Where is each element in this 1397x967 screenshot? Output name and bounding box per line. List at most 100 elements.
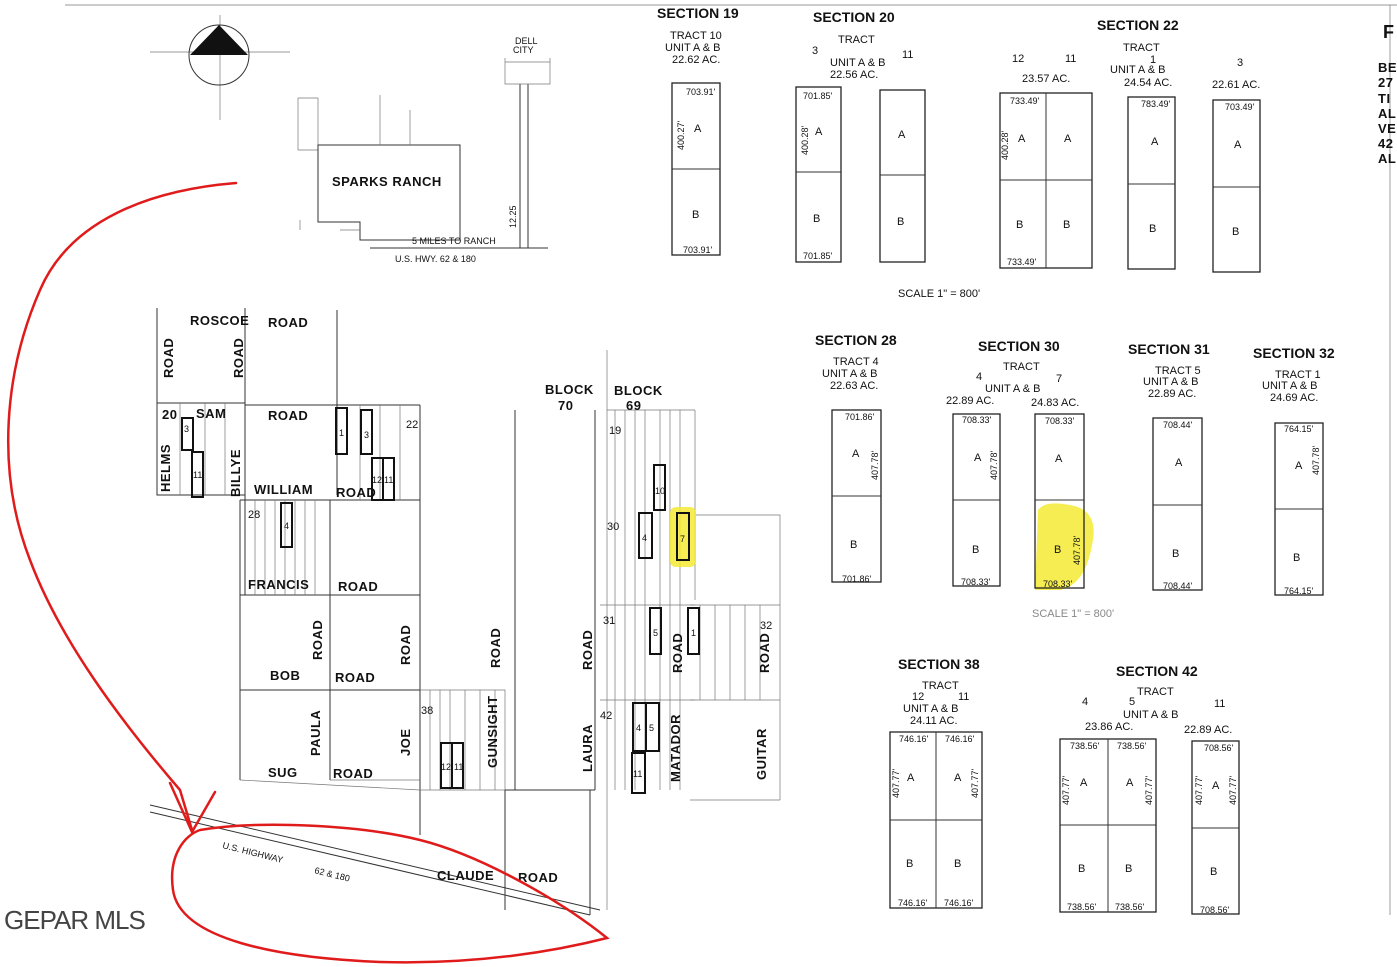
dim: 407.78': [870, 450, 880, 480]
dim: 708.33': [961, 577, 991, 587]
section-tract: TRACT: [1137, 686, 1174, 698]
unit-a: A: [1018, 133, 1026, 145]
section-31: SECTION 31 TRACT 5 UNIT A & B 22.89 AC. …: [1128, 341, 1210, 591]
unit-a: A: [1212, 780, 1220, 792]
matador-label: MATADOR: [668, 714, 683, 782]
section-right: 11: [958, 691, 969, 703]
unit-b: B: [954, 858, 961, 870]
dim: 738.56': [1115, 902, 1145, 912]
parcel-30: 30: [607, 521, 619, 533]
lot-num: 11: [633, 769, 642, 779]
lot-num: 10: [655, 486, 665, 496]
block-69-num: 69: [626, 398, 641, 413]
scale-label-2: SCALE 1" = 800': [1032, 608, 1114, 620]
unit-a: A: [1080, 777, 1088, 789]
ranch-name: SPARKS RANCH: [332, 174, 442, 189]
unit-b: B: [1210, 866, 1217, 878]
dim: 733.49': [1007, 257, 1037, 267]
dim: 708.33': [962, 415, 992, 425]
section-acres: 22.63 AC.: [830, 380, 878, 392]
section-right: 7: [1056, 373, 1062, 385]
dim: 407.77': [1061, 775, 1071, 805]
unit-a: A: [1234, 139, 1242, 151]
unit-b: B: [906, 858, 913, 870]
section-30: SECTION 30 TRACT 4 7 UNIT A & B 22.89 AC…: [946, 338, 1094, 590]
edge-text: BE: [1378, 60, 1397, 75]
unit-a: A: [1064, 133, 1072, 145]
unit-b: B: [1293, 552, 1300, 564]
dim: 407.77': [1194, 775, 1204, 805]
dim: 701.86': [842, 574, 872, 584]
parcel-28: 28: [248, 509, 260, 521]
road-label-4: ROAD: [338, 579, 378, 594]
lot-num: 3: [184, 424, 189, 434]
section-28: SECTION 28 TRACT 4 UNIT A & B 22.63 AC. …: [815, 332, 897, 584]
section-tract: TRACT 10: [670, 30, 722, 42]
unit-b: B: [1078, 863, 1085, 875]
dim: 407.77': [1228, 775, 1238, 805]
section-22: SECTION 22 TRACT 12 11 1 3 23.57 AC. UNI…: [999, 17, 1261, 273]
section-unit: UNIT A & B: [665, 42, 720, 54]
parcel-42: 42: [600, 710, 612, 722]
unit-a: A: [907, 772, 915, 784]
dim: 746.16': [945, 734, 975, 744]
section-left: 12: [1012, 53, 1024, 65]
francis-label: FRANCIS: [248, 577, 309, 592]
block-69-label: BLOCK: [614, 383, 663, 398]
dim: 764.15': [1284, 586, 1314, 596]
section-42: SECTION 42 TRACT 4 5 11 UNIT A & B 23.86…: [1059, 663, 1240, 915]
gunsight-label: GUNSIGHT: [485, 695, 500, 768]
lot-num: 4: [284, 521, 289, 531]
section-left: 4: [1082, 696, 1088, 708]
road-label-v6: ROAD: [580, 630, 595, 670]
unit-a: A: [1295, 460, 1303, 472]
section-acres: 24.11 AC.: [910, 715, 958, 727]
subdivision-grid: [149, 308, 781, 916]
lot-num: 12: [441, 762, 451, 772]
section-tract: TRACT 4: [833, 356, 879, 368]
dim: 701.86': [845, 412, 875, 422]
section-t3: 3: [1237, 57, 1243, 69]
dim: 708.56': [1204, 743, 1234, 753]
roscoe-label: ROSCOE: [190, 313, 249, 328]
section-acres: 23.57 AC.: [1022, 73, 1070, 85]
dim: 764.15': [1284, 424, 1314, 434]
section-32: SECTION 32 TRACT 1 UNIT A & B 24.69 AC. …: [1253, 345, 1335, 596]
unit-a: A: [1175, 457, 1183, 469]
section-panels: SECTION 19 TRACT 10 UNIT A & B 22.62 AC.…: [657, 5, 1335, 915]
dim: 407.77': [970, 768, 980, 798]
sug-label: SUG: [268, 765, 298, 780]
unit-a: A: [1151, 136, 1159, 148]
dim: 407.78': [1072, 535, 1082, 565]
section-unit: UNIT A & B: [1110, 64, 1165, 76]
lot-num: 3: [364, 430, 369, 440]
distance-label: 12.25: [508, 205, 518, 228]
dim: 400.28': [800, 125, 810, 155]
unit-b: B: [813, 213, 820, 225]
section-acres: 22.62 AC.: [672, 54, 720, 66]
section-title: SECTION 22: [1097, 17, 1179, 33]
unit-b: B: [1016, 219, 1023, 231]
claude-label: CLAUDE: [437, 868, 494, 883]
road-label-v2: ROAD: [231, 338, 246, 378]
road-label-6: ROAD: [333, 766, 373, 781]
arrow-curve: [7, 181, 238, 832]
edge-text: 42: [1378, 136, 1393, 151]
dim: 708.56': [1200, 905, 1230, 915]
highway-circle: [170, 823, 610, 964]
section-unit: UNIT A & B: [1262, 380, 1317, 392]
dim: 407.77': [891, 768, 901, 798]
section-acres-3: 22.61 AC.: [1212, 79, 1260, 91]
section-tract: TRACT: [1123, 42, 1160, 54]
lot-num: 11: [193, 470, 202, 480]
section-title: SECTION 38: [898, 656, 980, 672]
section-right: 11: [1065, 53, 1076, 65]
unit-b: B: [897, 216, 904, 228]
north-arrow-icon: [150, 15, 290, 120]
dim: 701.85': [803, 251, 833, 261]
dim: 733.49': [1010, 96, 1040, 106]
lot-num: 1: [691, 628, 696, 638]
unit-a: A: [1055, 453, 1063, 465]
section-unit: UNIT A & B: [1143, 376, 1198, 388]
